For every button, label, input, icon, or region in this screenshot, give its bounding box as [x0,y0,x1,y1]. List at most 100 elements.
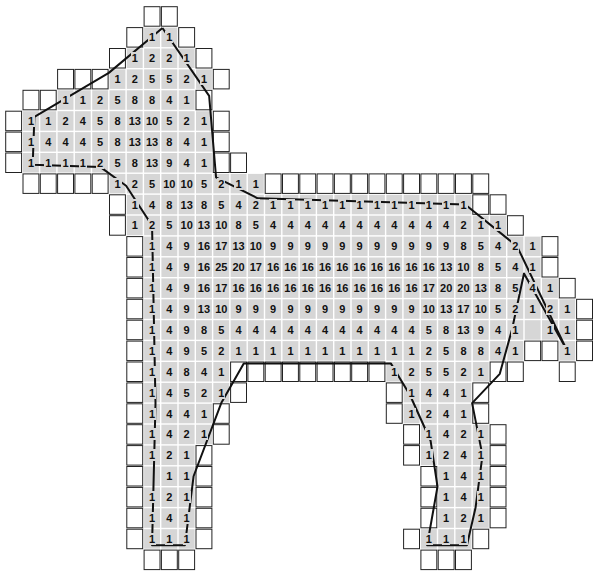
shaded-cell [456,341,472,361]
shaded-cell [196,383,212,403]
cell-number: 1 [148,261,156,273]
cell-number: 1 [511,345,519,357]
shaded-cell [248,341,264,361]
shaded-cell [404,195,420,215]
shaded-cell [334,278,350,298]
cell-number: 4 [44,136,52,148]
cell-number: 13 [439,261,453,273]
shaded-cell [490,278,506,298]
shaded-cell [127,132,143,152]
cell-number: 16 [387,282,401,294]
shaded-cell [369,341,385,361]
shaded-cell [317,341,333,361]
cell-number: 9 [425,240,433,252]
cell-number: 1 [529,240,537,252]
shaded-cell [110,69,126,89]
outside-box [127,299,143,319]
shaded-cell [404,237,420,257]
cell-number: 4 [165,408,173,420]
cell-number: 10 [422,303,436,315]
shaded-cell [75,132,91,152]
cell-number: 1 [546,282,554,294]
outside-box [507,216,523,236]
cell-number: 13 [474,282,488,294]
outside-box [196,508,212,528]
cell-number: 8 [148,94,156,106]
outside-box [334,174,350,194]
shaded-cell [438,404,454,424]
shaded-cell [144,278,160,298]
shaded-cell [248,320,264,340]
cell-number: 8 [234,219,242,231]
cell-number: 1 [477,512,485,524]
shaded-cell [438,258,454,278]
cell-number: 2 [183,428,191,440]
cell-number: 5 [217,199,225,211]
cell-number: 10 [456,261,470,273]
cell-number: 8 [165,136,173,148]
shaded-cell [369,278,385,298]
shaded-cell [161,404,177,424]
shaded-cell [231,216,247,236]
cell-number: 1 [200,73,208,85]
cell-number: 13 [197,303,211,315]
shaded-cell [300,341,316,361]
cell-number: 2 [546,303,554,315]
shaded-cell [300,258,316,278]
outside-box [127,467,143,487]
shaded-cell [456,320,472,340]
shaded-cell [386,258,402,278]
cell-number: 4 [148,199,156,211]
cell-number: 5 [442,345,450,357]
outside-box [231,383,247,403]
cell-number: 4 [200,366,208,378]
shaded-cell [196,258,212,278]
shaded-cell [473,425,489,445]
shaded-cell [161,153,177,173]
shaded-cell [196,278,212,298]
cell-number: 1 [113,73,121,85]
cell-number: 4 [321,219,329,231]
outside-box [421,550,437,570]
shaded-cell [248,278,264,298]
outside-box [231,153,247,173]
cell-number: 8 [200,199,208,211]
shaded-cell [161,362,177,382]
cell-number: 1 [234,178,242,190]
cell-number: 2 [217,178,225,190]
shaded-cell [421,341,437,361]
cell-number: 1 [425,199,433,211]
shaded-cell [179,111,195,131]
shaded-cell [438,299,454,319]
shaded-cell [473,320,489,340]
cell-number: 1 [183,512,191,524]
shaded-cell [179,299,195,319]
outside-box [542,237,558,257]
shaded-cell [196,111,212,131]
cell-number: 5 [165,219,173,231]
shaded-cell [110,90,126,110]
shaded-cell [421,278,437,298]
outside-box [6,153,22,173]
cell-number: 1 [286,199,294,211]
shaded-cell [144,153,160,173]
shaded-cell [456,508,472,528]
shaded-cell [110,153,126,173]
cell-number: 4 [304,219,312,231]
cell-number: 1 [425,428,433,440]
cell-number: 4 [165,512,173,524]
shaded-cell [75,153,91,173]
shaded-cell [456,258,472,278]
shaded-cell [161,508,177,528]
shaded-cell [213,278,229,298]
shaded-cell [196,320,212,340]
cell-number: 10 [145,115,159,127]
shaded-cell [213,362,229,382]
cell-number: 1 [321,199,329,211]
shaded-cell [283,299,299,319]
cell-number: 1 [148,240,156,252]
shaded-cell [507,258,523,278]
shaded-cell [161,278,177,298]
cell-number: 1 [477,366,485,378]
